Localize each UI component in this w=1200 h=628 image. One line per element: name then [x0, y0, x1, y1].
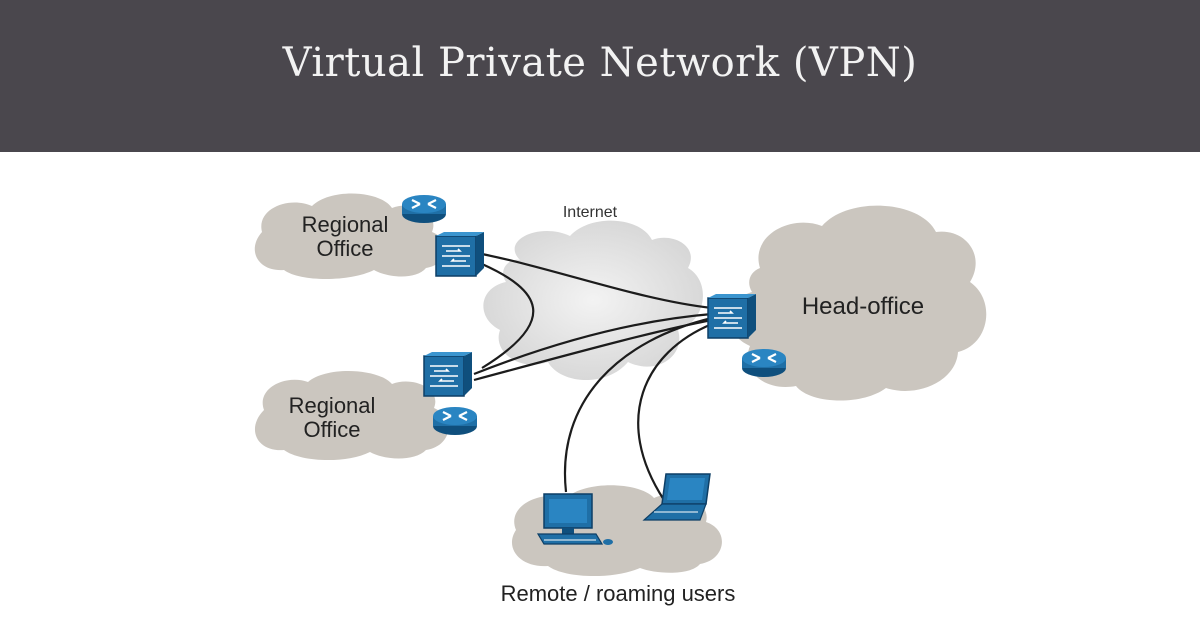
router-icon	[433, 407, 477, 435]
regional-office-top-line2: Office	[316, 236, 373, 261]
internet-cloud	[483, 220, 703, 381]
regional-office-bottom-line2: Office	[303, 417, 360, 442]
remote-users-label: Remote / roaming users	[501, 581, 736, 606]
router-icon	[402, 195, 446, 223]
laptop-icon	[642, 473, 711, 521]
regional-office-cloud-bottom	[254, 370, 449, 461]
firewall-icon	[435, 232, 484, 277]
page-title: Virtual Private Network (VPN)	[282, 40, 918, 86]
firewall-icon	[707, 294, 756, 339]
vpn-tunnel-lines	[473, 252, 713, 501]
title-banner: Virtual Private Network (VPN)	[0, 0, 1200, 152]
vpn-diagram: Internet Regional Office Regional Office…	[254, 193, 987, 606]
regional-office-cloud-top	[254, 193, 446, 279]
regional-office-top-line1: Regional	[302, 212, 389, 237]
router-icon	[742, 349, 786, 377]
regional-office-bottom-line1: Regional	[289, 393, 376, 418]
internet-label: Internet	[563, 204, 618, 221]
desktop-computer-icon	[536, 493, 613, 545]
head-office-label: Head-office	[802, 293, 924, 320]
firewall-icon	[423, 352, 472, 397]
head-office-cloud	[729, 205, 987, 401]
